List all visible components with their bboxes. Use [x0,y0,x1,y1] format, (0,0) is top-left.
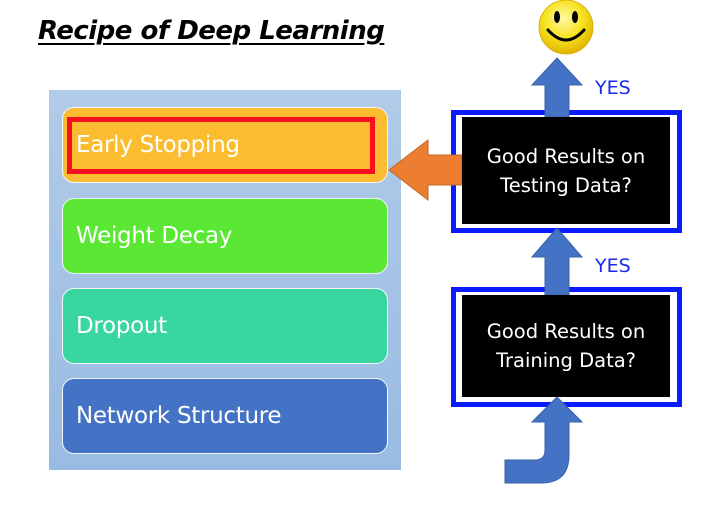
recipe-item-weight-decay: Weight Decay [62,198,388,274]
arrow-curved-into-training-icon [504,396,584,484]
early-stopping-highlight [67,117,375,174]
recipe-item-dropout: Dropout [62,288,388,364]
testing-decision-box: Good Results on Testing Data? [462,117,670,224]
recipe-item-label: Dropout [76,313,167,339]
slide-title: Recipe of Deep Learning [38,16,385,46]
arrow-up-to-testing-icon [530,227,584,296]
recipe-item-label: Early Stopping [76,132,240,158]
testing-decision-line1: Good Results on [486,144,646,168]
training-decision-line2: Training Data? [495,349,637,372]
arrow-up-to-success-icon [530,57,584,118]
training-decision-line1: Good Results on [486,320,646,343]
recipe-item-label: Weight Decay [76,223,233,249]
yes-label-top: YES [595,77,631,99]
recipe-item-label: Network Structure [76,403,282,429]
training-decision-box: Good Results on Training Data? [462,295,670,397]
testing-decision-line2: Testing Data? [500,173,632,197]
feedback-arrow-left-icon [388,138,463,202]
recipe-item-network-structure: Network Structure [62,378,388,454]
yes-label-middle: YES [595,255,631,277]
smiley-face-icon [538,0,594,55]
